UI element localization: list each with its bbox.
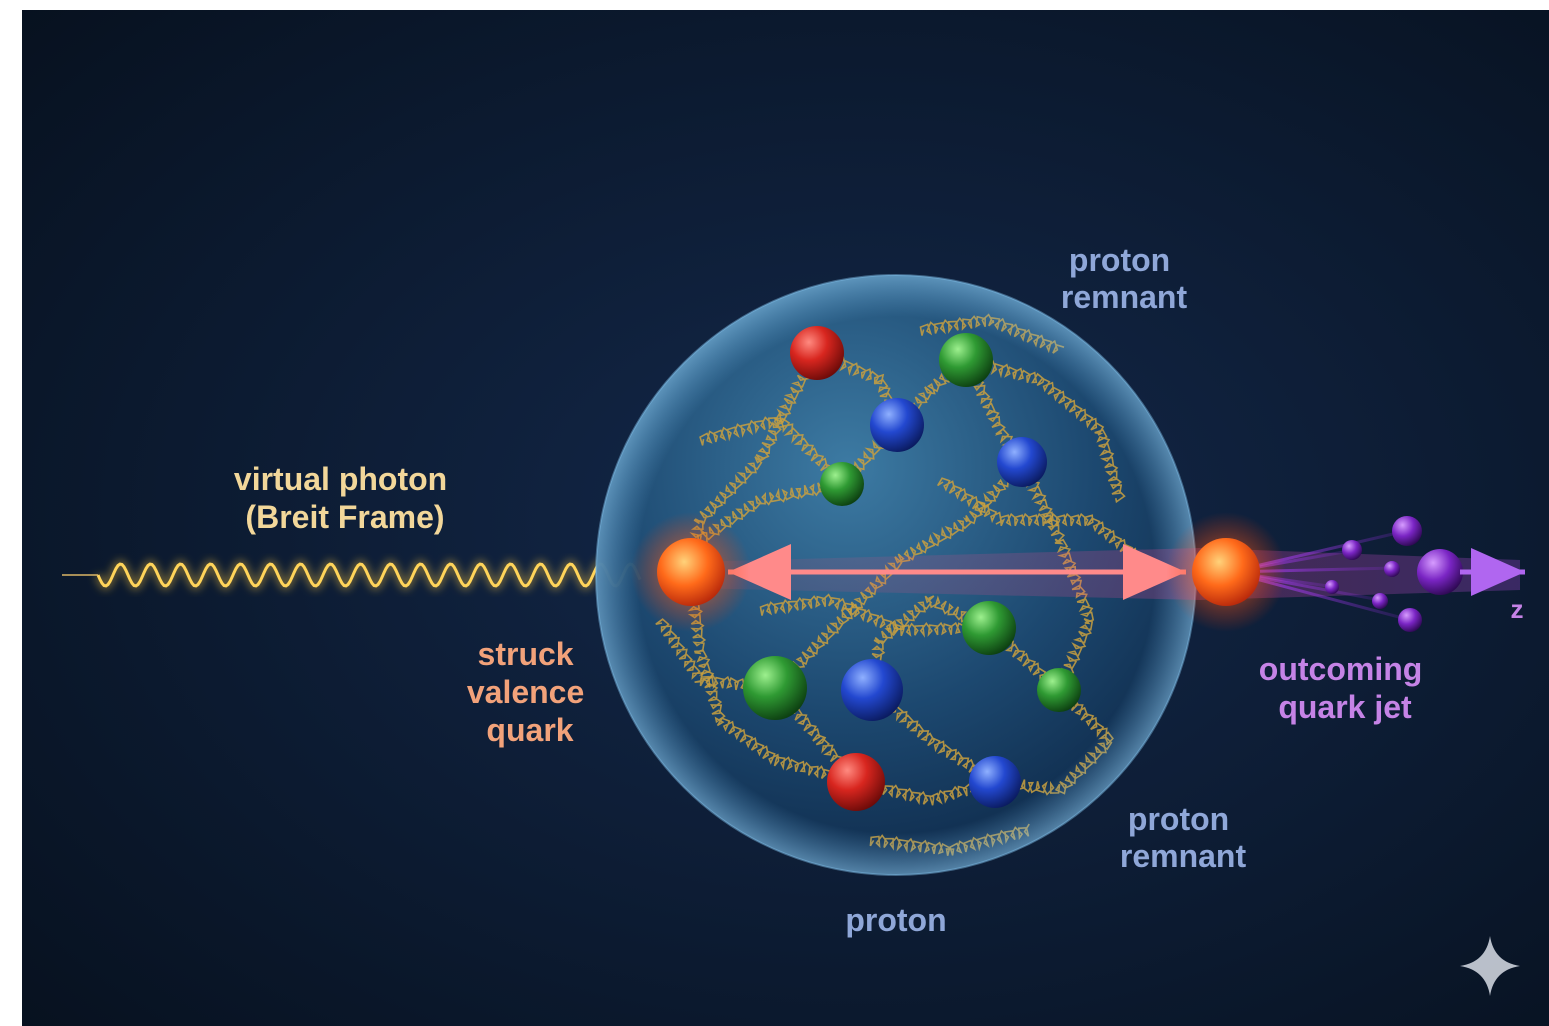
quark-green <box>1037 668 1081 712</box>
virtual-photon-label-line: virtual photon <box>234 461 447 497</box>
proton-label: proton <box>845 902 946 938</box>
quark-green <box>939 333 993 387</box>
proton-remnant-bottom-label: proton remnant <box>1120 801 1247 874</box>
virtual-photon-label: virtual photon (Breit Frame) <box>234 461 456 535</box>
quark-red <box>790 326 844 380</box>
struck-quark-label-line: quark <box>486 712 573 748</box>
quark-red <box>827 753 885 811</box>
outgoing-jet-label-line: outcoming <box>1259 651 1423 687</box>
jet-particle <box>1417 549 1463 595</box>
proton-remnant-top-label: proton remnant <box>1061 242 1188 315</box>
outgoing-quark <box>1192 538 1260 606</box>
quark-blue <box>997 437 1047 487</box>
struck-quark-label-line: struck <box>478 636 574 672</box>
quark-green <box>743 656 807 720</box>
quark-blue <box>841 659 903 721</box>
jet-particle <box>1372 593 1388 609</box>
struck-quark <box>657 538 725 606</box>
sparkle-icon <box>1460 936 1520 996</box>
virtual-photon-label-line: (Breit Frame) <box>245 499 444 535</box>
jet-particle <box>1392 516 1422 546</box>
z-axis-label: z <box>1511 594 1524 624</box>
virtual-photon-wave <box>96 562 642 588</box>
struck-quark-label-line: valence <box>467 674 584 710</box>
jet-particle <box>1398 608 1422 632</box>
proton-remnant-label-line: remnant <box>1061 279 1188 315</box>
jet-particle <box>1384 561 1400 577</box>
quark-green <box>820 462 864 506</box>
outgoing-jet-label-line: quark jet <box>1278 689 1412 725</box>
proton-remnant-label-line: remnant <box>1120 838 1247 874</box>
proton-remnant-label-line: proton <box>1128 801 1229 837</box>
quark-green <box>962 601 1016 655</box>
proton-remnant-label-line: proton <box>1069 242 1170 278</box>
outgoing-jet-label: outcoming quark jet <box>1259 651 1431 725</box>
constituent-quarks <box>743 326 1081 811</box>
jet-particles <box>1325 516 1463 632</box>
struck-quark-label: struck valence quark <box>467 636 593 748</box>
quark-blue <box>969 756 1021 808</box>
quark-blue <box>870 398 924 452</box>
jet-particle <box>1325 580 1339 594</box>
jet-particle <box>1342 540 1362 560</box>
